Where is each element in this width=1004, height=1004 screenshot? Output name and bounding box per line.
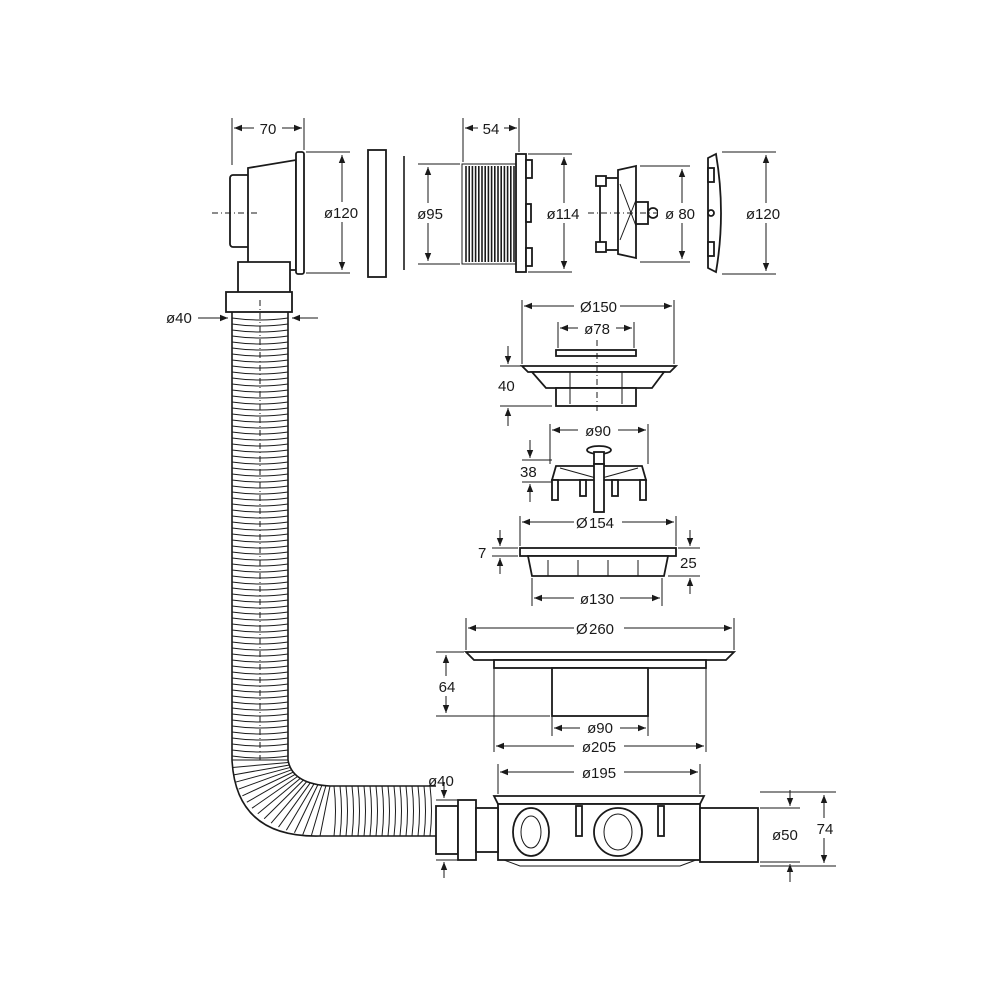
- dim-trap-height: 74: [760, 791, 838, 867]
- dim-strainer-diameter: ø90: [549, 421, 649, 464]
- dim-nut-diameter: ø95: [408, 163, 460, 265]
- overflow-cap: [707, 152, 722, 274]
- dim-tray-body: ø205: [493, 716, 707, 756]
- dim-tray-diameter: Ø 260: [465, 618, 735, 650]
- label-tray-height: 64: [439, 679, 456, 696]
- label-ring-height: 25: [680, 555, 697, 572]
- dim-overflow-width: 70: [231, 118, 305, 165]
- overflow-elbow: [212, 151, 305, 313]
- dim-pipe-bottom: ø40: [428, 773, 476, 878]
- dim-tray-height: 64: [434, 651, 550, 717]
- sealing-ring: [519, 547, 677, 577]
- label-cover-diameter: 150: [592, 299, 617, 316]
- dim-cap-diameter: ø120: [722, 151, 786, 275]
- dim-pipe-top: ø40: [166, 310, 318, 327]
- strainer-basket: [550, 445, 648, 513]
- label-tray-inner: ø90: [587, 720, 613, 737]
- label-tray-body: ø205: [582, 739, 616, 756]
- dim-outlet-diameter: ø50: [760, 790, 800, 882]
- label-plug-diameter: ø 80: [665, 206, 695, 223]
- dim-ring-thickness: 7: [478, 530, 518, 574]
- diameter-symbol: Ø: [576, 621, 588, 638]
- label-pipe-bottom: ø40: [428, 773, 454, 790]
- label-cap-diameter: ø120: [746, 206, 780, 223]
- dim-trap-diameter: ø195: [497, 763, 701, 794]
- trap-body: [492, 795, 706, 867]
- gasket: [367, 149, 387, 278]
- overflow-plug: [588, 164, 664, 260]
- label-trap-height: 74: [817, 821, 834, 838]
- hose-connector: [435, 799, 499, 861]
- label-outlet-diameter: ø50: [772, 827, 798, 844]
- dim-cover-diameter: Ø 150: [521, 296, 675, 364]
- label-trap-diameter: ø195: [582, 765, 616, 782]
- label-tray-diameter: 260: [589, 621, 614, 638]
- label-flange-diameter: ø114: [546, 206, 579, 223]
- dim-cover-height: 40: [498, 346, 552, 426]
- dim-ring-diameter: Ø 154: [519, 513, 677, 546]
- flexible-hose: [231, 300, 436, 837]
- dim-overflow-diameter: ø120: [306, 151, 364, 274]
- threaded-nut: [461, 153, 533, 273]
- dim-nut-length: 54: [462, 118, 520, 162]
- label-strainer-height: 38: [520, 464, 537, 481]
- tray-body: [463, 651, 737, 717]
- dim-ring-height: 25: [668, 530, 700, 594]
- label-ring-thickness: 7: [478, 545, 486, 562]
- label-nut-length: 54: [483, 121, 500, 138]
- label-overflow-diameter: ø120: [324, 205, 358, 222]
- label-ring-inner: ø130: [580, 591, 614, 608]
- dim-ring-inner: ø130: [531, 578, 663, 608]
- dim-plug-diameter: ø 80: [640, 165, 702, 263]
- label-overflow-width: 70: [260, 121, 277, 138]
- label-nut-diameter: ø95: [417, 206, 443, 223]
- label-cover-inner: ø78: [584, 321, 610, 338]
- label-strainer-diameter: ø90: [585, 423, 611, 440]
- trap-outlet: [699, 807, 759, 863]
- label-cover-height: 40: [498, 378, 515, 395]
- label-ring-diameter: 154: [589, 515, 614, 532]
- dim-cover-inner: ø78: [557, 319, 635, 348]
- strainer-cover: [519, 340, 679, 414]
- diameter-symbol: Ø: [580, 299, 592, 316]
- dim-flange-diameter: ø114: [528, 153, 586, 273]
- label-pipe-top: ø40: [166, 310, 192, 327]
- diameter-symbol: Ø: [576, 515, 588, 532]
- dim-strainer-height: 38: [520, 440, 552, 502]
- dim-tray-inner: ø90: [551, 716, 649, 737]
